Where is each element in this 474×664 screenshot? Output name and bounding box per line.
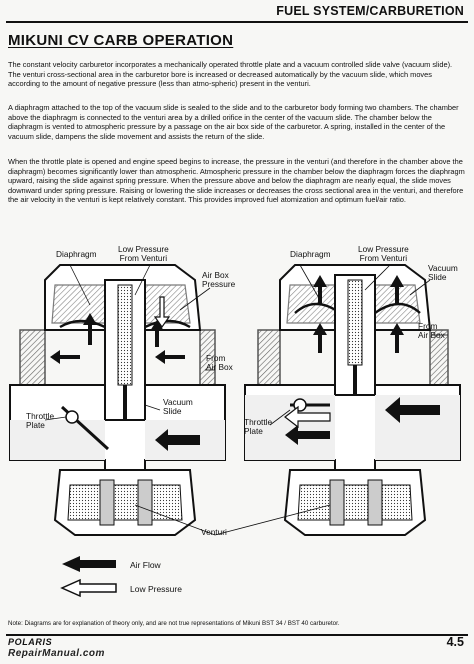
paragraph-operation: When the throttle plate is opened and en… xyxy=(8,157,465,205)
paragraph-diaphragm: A diaphragm attached to the top of the v… xyxy=(8,103,459,141)
label-from-air-box-right: From Air Box xyxy=(418,321,445,341)
label-venturi: Venturi xyxy=(201,527,227,537)
page-number: 4.5 xyxy=(446,635,464,649)
air-flow-arrow-icon xyxy=(62,556,116,572)
label-throttle-plate-left: Throttle Plate xyxy=(26,411,55,431)
label-low-pressure-right: Low Pressure From Venturi xyxy=(358,244,409,264)
venturi-leader-left xyxy=(134,504,216,536)
label-vacuum-slide-right: Vacuum Slide xyxy=(428,263,458,283)
carburetor-diagrams xyxy=(9,264,461,536)
article-title: MIKUNI CV CARB OPERATION xyxy=(8,32,234,49)
left-carburetor-cutaway xyxy=(9,264,226,536)
label-throttle-plate-right: Throttle Plate xyxy=(244,417,273,437)
legend-arrows xyxy=(60,556,117,598)
right-carburetor-cutaway xyxy=(244,264,461,536)
label-low-pressure-left: Low Pressure From Venturi xyxy=(118,244,169,264)
watermark: RepairManual.com xyxy=(8,648,105,659)
legend-air-flow: Air Flow xyxy=(130,560,161,570)
paragraph-intro: The constant velocity carburetor incorpo… xyxy=(8,60,453,89)
footer-rule xyxy=(6,634,468,636)
label-air-box-pressure: Air Box Pressure xyxy=(202,270,236,290)
label-diaphragm-left: Diaphragm xyxy=(56,249,97,259)
venturi-leader-right xyxy=(214,504,331,536)
diagram-note: Note: Diagrams are for explanation of th… xyxy=(8,620,340,627)
legend-low-pressure: Low Pressure xyxy=(130,584,182,594)
label-vacuum-slide-left: Vacuum Slide xyxy=(163,397,193,417)
low-pressure-arrow-icon xyxy=(60,578,117,598)
label-diaphragm-right: Diaphragm xyxy=(290,249,331,259)
label-from-air-box-left: From Air Box xyxy=(206,353,233,373)
section-header: FUEL SYSTEM/CARBURETION xyxy=(276,4,464,18)
polaris-logo: POLARIS xyxy=(8,637,53,647)
header-rule xyxy=(6,21,468,23)
